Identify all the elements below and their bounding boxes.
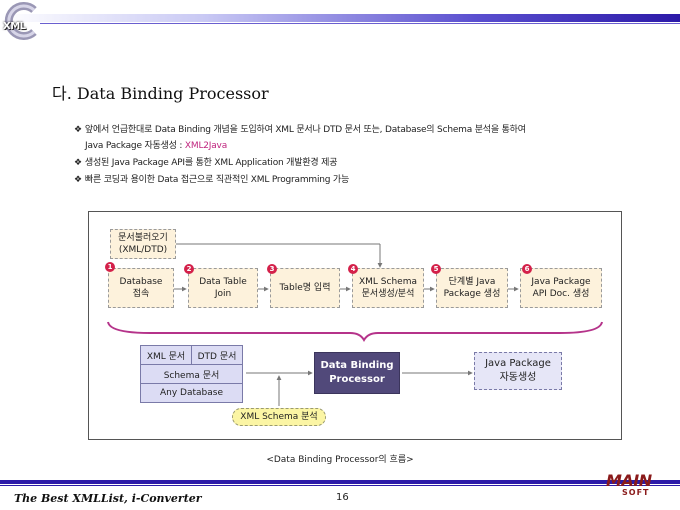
step-2-box: Data Table Join [188,268,258,308]
step-label: Java Package [531,277,591,287]
bullet-marker: ❖ [74,158,82,168]
step-3-box: Table명 입력 [270,268,340,308]
bullet-1: ❖앞에서 언급한대로 Data Binding 개념을 도입하여 XML 문서나… [74,122,526,135]
step-1-box: Database 접속 [108,268,174,308]
processor-line2: Processor [329,374,385,385]
page-number: 16 [336,492,349,503]
bullet-text: Java Package 자동생성 : [85,141,185,151]
step-label: 단계별 Java [448,277,496,287]
bullet-1-continued: Java Package 자동생성 : XML2Java [85,138,227,151]
step-label: 문서생성/분석 [361,289,415,299]
diagram-frame [88,211,622,440]
bullet-highlight: XML2Java [184,141,228,151]
diagram-caption: <Data Binding Processor의 흐름> [266,455,414,465]
company-logo-main: MAIN [606,471,652,490]
step-number-badge: 2 [184,264,194,274]
step-number-badge: 6 [522,264,532,274]
step-label: Data Table [199,277,247,287]
step-label: API Doc. 생성 [532,289,590,299]
output-line1: Java Package [485,358,551,369]
schema-doc-cell: Schema 문서 [140,364,243,384]
step-6-box: Java Package API Doc. 생성 [520,268,602,308]
logo-text: XML [3,21,26,32]
step-label: Table명 입력 [279,283,331,293]
dtd-doc-cell: DTD 문서 [191,345,243,365]
load-documents-box: 문서불러오기 (XML/DTD) [110,229,176,259]
any-database-cell: Any Database [140,383,243,403]
data-binding-processor-box: Data Binding Processor [314,352,400,394]
header-gradient-bar [0,14,680,22]
footer-bar [0,480,680,484]
step-label: Join [214,289,232,299]
load-line2: (XML/DTD) [118,245,168,255]
step-number-badge: 4 [348,264,358,274]
step-number-badge: 3 [267,264,277,274]
output-line2: 자동생성 [499,372,537,383]
bullet-2: ❖생성된 Java Package API를 통한 XML Applicatio… [74,155,338,168]
xml-logo-icon [4,2,37,40]
step-4-box: XML Schema 문서생성/분석 [352,268,424,308]
step-number-badge: 1 [105,262,115,272]
step-label: XML Schema [359,277,417,287]
footer-title: The Best XMLList, i-Converter [14,492,202,505]
step-label: Database [119,277,163,287]
load-line1: 문서불러오기 [118,233,168,243]
step-label: Package 생성 [443,289,501,299]
page-title: 다. Data Binding Processor [52,84,269,103]
header-rule [40,23,680,24]
bullet-text: 빠른 코딩과 용이한 Data 접근으로 직관적인 XML Programmin… [84,175,350,185]
bullet-text: 생성된 Java Package API를 통한 XML Application… [84,158,338,168]
bullet-3: ❖빠른 코딩과 용이한 Data 접근으로 직관적인 XML Programmi… [74,172,349,185]
bullet-marker: ❖ [74,175,82,185]
xml-doc-cell: XML 문서 [140,345,192,365]
company-logo-sub: SOFT [622,488,650,497]
java-package-output-box: Java Package 자동생성 [474,352,562,390]
step-5-box: 단계별 Java Package 생성 [436,268,508,308]
step-label: 접속 [132,289,150,299]
bullet-marker: ❖ [74,125,82,135]
bullet-text: 앞에서 언급한대로 Data Binding 개념을 도입하여 XML 문서나 … [84,125,526,135]
step-number-badge: 5 [431,264,441,274]
footer-rule [0,485,680,486]
xml-schema-analysis-box: XML Schema 분석 [232,408,326,426]
processor-line1: Data Binding [320,360,394,371]
